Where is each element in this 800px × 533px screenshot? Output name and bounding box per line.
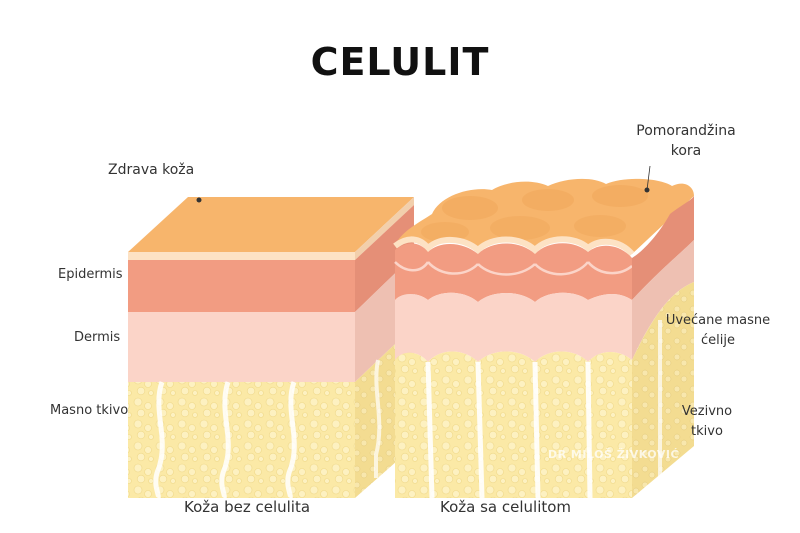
caption-skin-with-cellulite: Koža sa celulitom — [440, 498, 572, 516]
label-fat-tissue: Masno tkivo — [50, 403, 129, 418]
diagram-title: CELULIT — [310, 40, 490, 84]
healthy-skin-surface-edge — [128, 252, 355, 260]
label-connective-tissue: Vezivno tkivo — [681, 404, 733, 439]
label-orange-peel: Pomorandžina kora — [636, 123, 736, 159]
label-enlarged-fat-cells: Uvećane masne ćelije — [665, 313, 771, 348]
healthy-fat-layer — [128, 382, 355, 498]
label-epidermis: Epidermis — [58, 267, 123, 282]
healthy-skin-surface — [128, 197, 414, 252]
cellulite-epidermis-layer — [395, 243, 632, 302]
watermark: DR MILOŠ ŽIVKOVIĆ — [548, 448, 680, 461]
healthy-skin-block — [128, 197, 414, 500]
label-healthy-skin: Zdrava koža — [108, 162, 195, 178]
caption-skin-without-cellulite: Koža bez celulita — [184, 498, 311, 516]
healthy-skin-pointer — [196, 197, 202, 203]
cellulite-fat-layer — [395, 351, 632, 498]
healthy-epidermis-layer — [128, 260, 355, 312]
label-dermis: Dermis — [74, 330, 121, 345]
healthy-dermis-layer — [128, 312, 355, 382]
cellulite-dermis-layer — [395, 292, 632, 362]
cellulite-skin-block — [393, 178, 694, 499]
